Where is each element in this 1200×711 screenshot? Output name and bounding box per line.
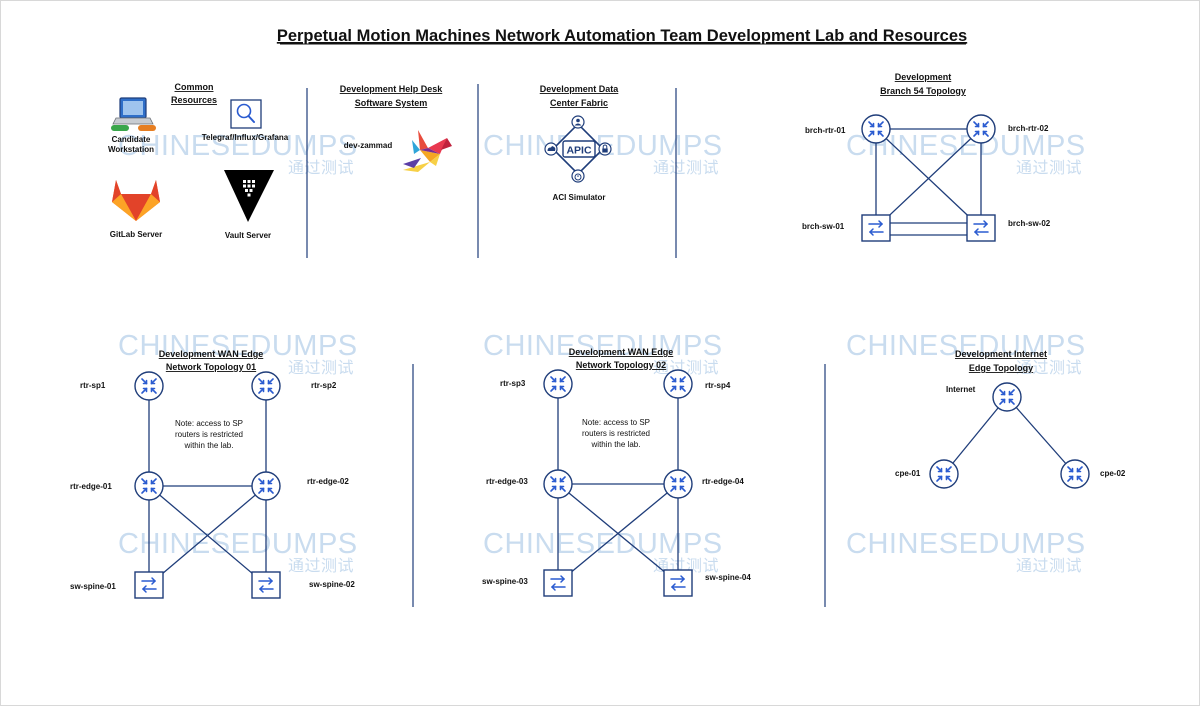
helpdesk-heading-line2: Software System bbox=[355, 98, 428, 108]
section-dividers bbox=[306, 84, 826, 607]
wan1-heading-line1: Development WAN Edge bbox=[159, 349, 264, 359]
node-label-brch-sw-01: brch-sw-01 bbox=[802, 222, 845, 231]
branch-topology-section: Development Branch 54 Topology brch-rtr-… bbox=[802, 72, 1051, 242]
watermark-text: CHINESEDUMPS bbox=[483, 330, 723, 362]
wan1-note-line3: within the lab. bbox=[184, 441, 234, 450]
wan2-topology-section: Development WAN Edge Network Topology 02… bbox=[482, 347, 751, 597]
watermark-text: CHINESEDUMPS bbox=[483, 528, 723, 560]
node-label-cpe-01: cpe-01 bbox=[895, 469, 921, 478]
node-label-brch-sw-02: brch-sw-02 bbox=[1008, 219, 1051, 228]
node-label-rtr-edge-01: rtr-edge-01 bbox=[70, 482, 112, 491]
magnifier-icon[interactable] bbox=[230, 99, 262, 129]
apic-icon[interactable]: APIC bbox=[544, 115, 612, 183]
common-heading-line1: Common bbox=[175, 82, 214, 92]
watermark-sub: 通过测试 bbox=[1016, 557, 1082, 575]
node-label-sw-spine-03: sw-spine-03 bbox=[482, 577, 528, 586]
wan2-note-line1: Note: access to SP bbox=[582, 418, 650, 427]
common-resources-section: Common Resources Candidate Workstation T… bbox=[108, 82, 289, 240]
watermark-text: CHINESEDUMPS bbox=[846, 528, 1086, 560]
node-label-cpe-02: cpe-02 bbox=[1100, 469, 1126, 478]
workstation-label-line2: Workstation bbox=[108, 145, 154, 154]
wan2-note-line3: within the lab. bbox=[591, 440, 641, 449]
node-label-brch-rtr-01: brch-rtr-01 bbox=[805, 126, 846, 135]
vault-label: Vault Server bbox=[225, 231, 271, 240]
wan1-note-line1: Note: access to SP bbox=[175, 419, 243, 428]
branch-heading-line1: Development bbox=[895, 72, 952, 82]
internet-heading-line2: Edge Topology bbox=[969, 363, 1033, 373]
node-label-rtr-sp1: rtr-sp1 bbox=[80, 381, 106, 390]
node-label-brch-rtr-02: brch-rtr-02 bbox=[1008, 124, 1049, 133]
wan2-links bbox=[557, 384, 679, 584]
watermark-sub: 通过测试 bbox=[1016, 159, 1082, 177]
wan2-note-line2: routers is restricted bbox=[582, 429, 650, 438]
branch-heading-line2: Branch 54 Topology bbox=[880, 86, 966, 96]
node-label-rtr-edge-04: rtr-edge-04 bbox=[702, 477, 744, 486]
gitlab-label: GitLab Server bbox=[110, 230, 162, 239]
internet-links bbox=[943, 396, 1076, 475]
node-label-sw-spine-04: sw-spine-04 bbox=[705, 573, 751, 582]
workstation-label-line1: Candidate bbox=[112, 135, 151, 144]
telegraf-label: Telegraf/Influx/Grafana bbox=[202, 133, 289, 142]
vault-icon[interactable] bbox=[224, 170, 274, 222]
datacenter-heading-line2: Center Fabric bbox=[550, 98, 608, 108]
wan2-heading-line2: Network Topology 02 bbox=[576, 360, 666, 370]
wan1-topology-section: Development WAN Edge Network Topology 01… bbox=[70, 349, 355, 599]
wan2-heading-line1: Development WAN Edge bbox=[569, 347, 674, 357]
watermark-sub: 通过测试 bbox=[288, 557, 354, 575]
helpdesk-heading-line1: Development Help Desk bbox=[340, 84, 444, 94]
internet-topology-section: Development Internet Edge Topology Inter… bbox=[895, 349, 1126, 489]
zammad-bird-icon[interactable] bbox=[403, 130, 452, 172]
gitlab-icon[interactable] bbox=[112, 180, 160, 221]
datacenter-label: ACI Simulator bbox=[553, 193, 606, 202]
node-label-rtr-sp2: rtr-sp2 bbox=[311, 381, 337, 390]
node-label-rtr-sp4: rtr-sp4 bbox=[705, 381, 731, 390]
wan1-links bbox=[148, 386, 267, 586]
wan1-note-line2: routers is restricted bbox=[175, 430, 243, 439]
node-label-rtr-sp3: rtr-sp3 bbox=[500, 379, 526, 388]
watermark-text: CHINESEDUMPS bbox=[846, 330, 1086, 362]
helpdesk-section: Development Help Desk Software System de… bbox=[340, 84, 452, 172]
apic-text: APIC bbox=[566, 145, 592, 157]
wan1-heading-line2: Network Topology 01 bbox=[166, 362, 256, 372]
internet-heading-line1: Development Internet bbox=[955, 349, 1047, 359]
watermark-text: CHINESEDUMPS bbox=[118, 330, 358, 362]
branch-links bbox=[875, 128, 982, 236]
watermark-sub: 通过测试 bbox=[653, 159, 719, 177]
node-label-rtr-edge-02: rtr-edge-02 bbox=[307, 477, 349, 486]
common-heading-line2: Resources bbox=[171, 95, 217, 105]
watermark-sub: 通过测试 bbox=[288, 359, 354, 377]
workstation-icon[interactable] bbox=[111, 97, 156, 131]
node-label-sw-spine-02: sw-spine-02 bbox=[309, 580, 355, 589]
node-label-rtr-edge-03: rtr-edge-03 bbox=[486, 477, 528, 486]
datacenter-section: Development Data Center Fabric APIC ACI … bbox=[540, 84, 620, 202]
helpdesk-label: dev-zammad bbox=[344, 141, 393, 150]
node-label-sw-spine-01: sw-spine-01 bbox=[70, 582, 116, 591]
watermark-text: CHINESEDUMPS bbox=[118, 130, 358, 162]
watermark-text: CHINESEDUMPS bbox=[118, 528, 358, 560]
watermark-group: CHINESEDUMPS 通过测试 CHINESEDUMPS 通过测试 CHIN… bbox=[118, 130, 1086, 575]
node-label-internet: Internet bbox=[946, 385, 976, 394]
datacenter-heading-line1: Development Data bbox=[540, 84, 620, 94]
watermark-sub: 通过测试 bbox=[1016, 359, 1082, 377]
watermark-sub: 通过测试 bbox=[288, 159, 354, 177]
page-title: Perpetual Motion Machines Network Automa… bbox=[277, 27, 967, 45]
